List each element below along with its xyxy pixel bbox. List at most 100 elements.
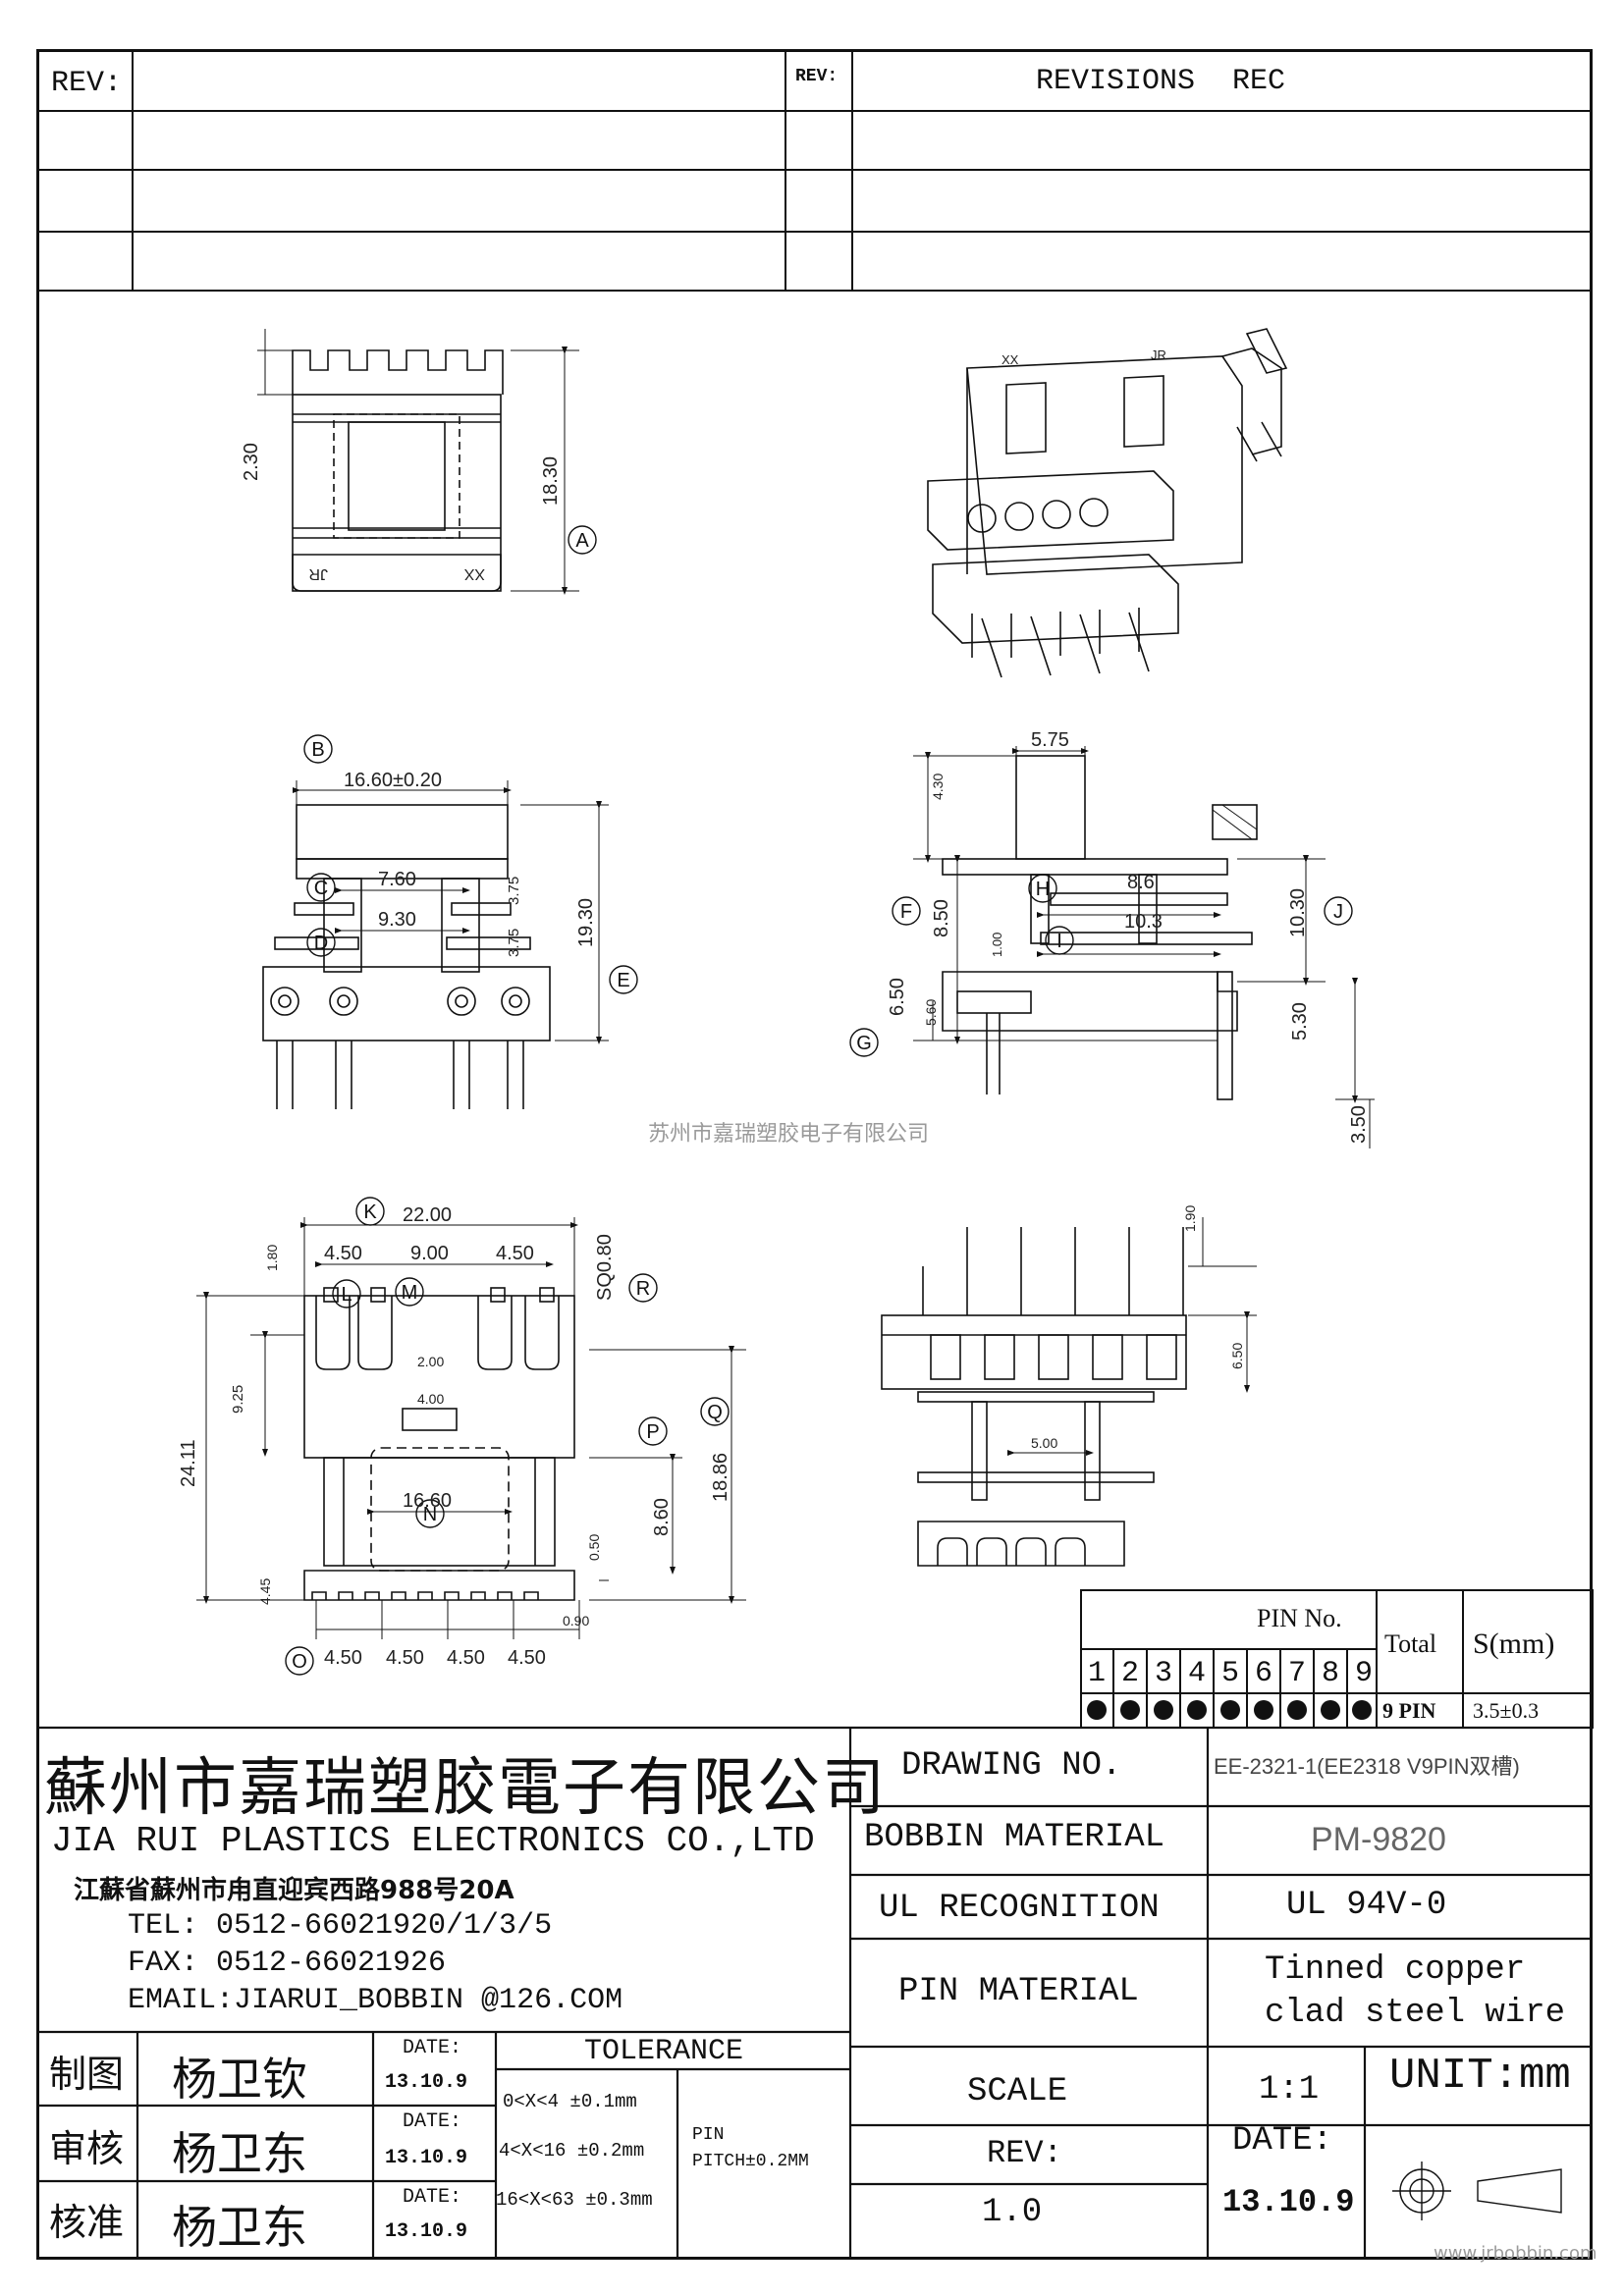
bobbin-material-label: BOBBIN MATERIAL — [864, 1819, 1165, 1856]
svg-text:5.30: 5.30 — [1289, 1002, 1311, 1041]
ul-value: UL 94V-0 — [1286, 1887, 1447, 1924]
svg-text:9.00: 9.00 — [410, 1243, 449, 1264]
date-label-drafter: DATE: — [403, 2037, 462, 2059]
svg-text:19.30: 19.30 — [575, 898, 597, 947]
svg-text:Q: Q — [707, 1402, 723, 1423]
svg-text:K: K — [363, 1201, 377, 1223]
svg-text:4.50: 4.50 — [324, 1243, 362, 1264]
svg-text:R: R — [636, 1278, 650, 1300]
svg-text:H: H — [1036, 879, 1050, 900]
role-checker: 审核 — [49, 2127, 125, 2170]
name-approver: 杨卫东 — [172, 2201, 307, 2254]
tolerance-line-3: 16<X<63 ±0.3mm — [496, 2189, 653, 2211]
pin-number: 9 — [1355, 1657, 1374, 1690]
role-drafter: 制图 — [49, 2053, 125, 2096]
svg-text:JR: JR — [308, 565, 328, 582]
svg-text:5.00: 5.00 — [1031, 1435, 1057, 1451]
unit-label: UNIT:mm — [1389, 2052, 1571, 2101]
pin-number: 3 — [1155, 1657, 1173, 1690]
company-email: EMAIL:JIARUI_BOBBIN @126.COM — [128, 1984, 623, 2017]
dim-18-30: 18.30 — [540, 456, 562, 506]
date-drafter: 13.10.9 — [385, 2071, 468, 2094]
bottom-view — [196, 1217, 746, 1639]
company-name-en: JIA RUI PLASTICS ELECTRONICS CO.,LTD — [51, 1821, 815, 1861]
svg-text:9.30: 9.30 — [378, 909, 416, 931]
svg-text:7.60: 7.60 — [378, 869, 416, 890]
tolerance-line-1: 0<X<4 ±0.1mm — [503, 2091, 637, 2112]
name-drafter: 杨卫钦 — [172, 2053, 307, 2106]
svg-text:D: D — [314, 933, 328, 954]
company-tel: TEL: 0512-66021920/1/3/5 — [128, 1909, 553, 1943]
front-view — [262, 780, 609, 1109]
rev-value: 1.0 — [982, 2194, 1043, 2231]
date-checker: 13.10.9 — [385, 2147, 468, 2169]
pin-number: 1 — [1088, 1657, 1107, 1690]
rec-label: REC — [1232, 65, 1286, 98]
svg-text:24.11: 24.11 — [178, 1439, 199, 1487]
pin-number: 5 — [1221, 1657, 1240, 1690]
svg-text:E: E — [617, 970, 629, 991]
svg-text:6.50: 6.50 — [1229, 1343, 1245, 1369]
drawing-no-label: DRAWING NO. — [901, 1747, 1122, 1785]
svg-text:1.80: 1.80 — [264, 1245, 280, 1271]
svg-text:N: N — [423, 1504, 437, 1525]
svg-text:8.50: 8.50 — [931, 899, 952, 937]
svg-text:M: M — [402, 1282, 418, 1304]
svg-text:4.50: 4.50 — [324, 1647, 362, 1669]
name-checker: 杨卫东 — [172, 2127, 307, 2180]
pin-material-line-1: Tinned copper — [1265, 1951, 1526, 1989]
svg-text:O: O — [292, 1651, 307, 1673]
svg-text:16.60: 16.60 — [403, 1490, 452, 1512]
top-view — [257, 329, 579, 595]
revisions-label: REVISIONS — [1036, 65, 1196, 98]
svg-text:2.00: 2.00 — [417, 1354, 444, 1369]
pin-number: 2 — [1121, 1657, 1140, 1690]
s-mm-label: S(mm) — [1473, 1628, 1555, 1660]
date-approver: 13.10.9 — [385, 2220, 468, 2243]
svg-text:5.75: 5.75 — [1031, 729, 1069, 751]
svg-text:0.50: 0.50 — [586, 1534, 602, 1561]
svg-text:10.30: 10.30 — [1287, 888, 1309, 937]
bobbin-material-value: PM-9820 — [1311, 1821, 1446, 1858]
scale-label: SCALE — [967, 2073, 1068, 2110]
end-view — [881, 1217, 1257, 1567]
company-name-cn: 蘇州市嘉瑞塑胶電子有限公司 — [44, 1752, 887, 1825]
side-view — [913, 746, 1375, 1148]
revision-table — [37, 51, 1592, 292]
svg-text:4.00: 4.00 — [417, 1391, 444, 1407]
svg-text:4.50: 4.50 — [508, 1647, 546, 1669]
rev-label: REV: — [987, 2135, 1062, 2171]
svg-text:8.6: 8.6 — [1127, 872, 1155, 893]
tolerance-line-2: 4<X<16 ±0.2mm — [499, 2140, 645, 2162]
s-value: 3.5±0.3 — [1473, 1698, 1540, 1723]
svg-text:4.50: 4.50 — [496, 1243, 534, 1264]
svg-text:4.45: 4.45 — [257, 1578, 273, 1605]
svg-text:10.3: 10.3 — [1124, 911, 1163, 933]
svg-text:3.50: 3.50 — [1348, 1105, 1370, 1144]
pin-no-header: PIN No. — [1257, 1604, 1342, 1632]
pin-material-line-2: clad steel wire — [1265, 1995, 1566, 2032]
pin-number: 8 — [1322, 1657, 1340, 1690]
company-address: 江蘇省蘇州市甪直迎宾西路988号20A — [74, 1876, 514, 1905]
svg-text:L: L — [341, 1284, 352, 1306]
svg-text:I: I — [1056, 931, 1062, 952]
pin-number: 7 — [1288, 1657, 1307, 1690]
watermark-text: 苏州市嘉瑞塑胶电子有限公司 — [648, 1122, 930, 1147]
svg-text:1.90: 1.90 — [1182, 1205, 1198, 1232]
scale-value: 1:1 — [1259, 2071, 1320, 2109]
svg-text:18.86: 18.86 — [710, 1453, 731, 1502]
date-label-approver: DATE: — [403, 2186, 462, 2209]
pin-number: 4 — [1188, 1657, 1207, 1690]
svg-text:4.30: 4.30 — [930, 774, 946, 800]
watermark-website: www.jrbobbin.com — [1434, 2243, 1597, 2264]
svg-text:A: A — [575, 530, 589, 552]
svg-text:22.00: 22.00 — [403, 1204, 452, 1226]
pin-pitch: PITCH±0.2MM — [692, 2152, 809, 2171]
svg-text:F: F — [900, 901, 912, 923]
svg-text:8.60: 8.60 — [651, 1498, 673, 1536]
ul-label: UL RECOGNITION — [879, 1890, 1160, 1927]
rev-label-left: REV: — [51, 67, 123, 100]
svg-text:JR: JR — [1151, 347, 1166, 362]
svg-text:B: B — [311, 739, 324, 761]
